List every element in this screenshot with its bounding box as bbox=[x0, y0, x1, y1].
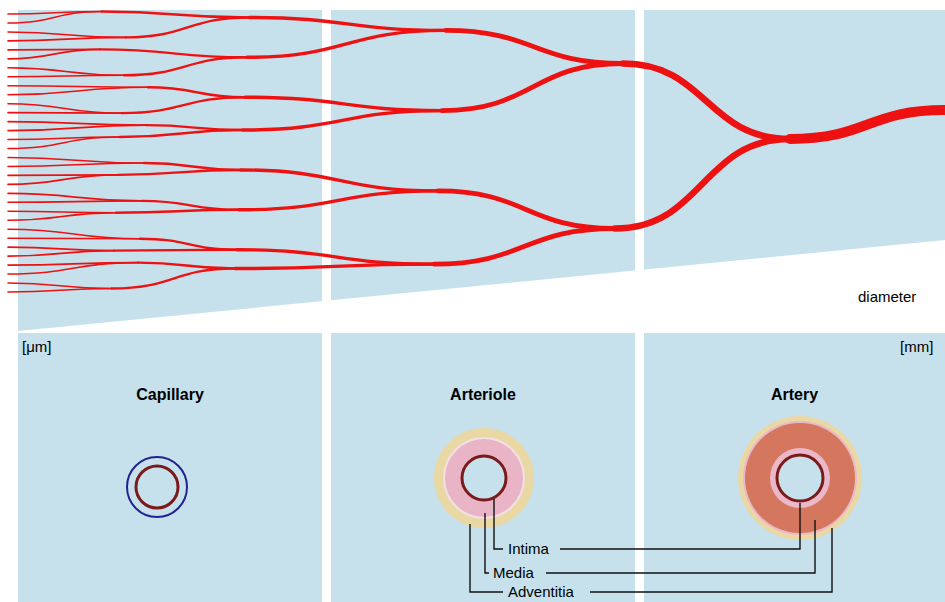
vessel-branch bbox=[8, 87, 148, 94]
adventitia-ring bbox=[434, 428, 534, 528]
vessel-branch bbox=[114, 248, 237, 251]
vessel-branch bbox=[102, 11, 249, 17]
section-title: Artery bbox=[644, 386, 945, 404]
layer-label: Media bbox=[493, 565, 534, 582]
vessel-branch bbox=[8, 237, 140, 239]
vessel-branch bbox=[245, 97, 442, 110]
layer-label: Adventitia bbox=[508, 584, 574, 601]
vessel-branch bbox=[235, 264, 434, 268]
vessel-branch bbox=[142, 201, 239, 210]
vessel-branch bbox=[8, 251, 114, 256]
vessel-branch bbox=[8, 37, 126, 40]
diameter-wedge bbox=[18, 240, 945, 331]
vessel-branch bbox=[8, 104, 122, 113]
intima-ring bbox=[777, 455, 823, 501]
vessel-branch bbox=[122, 97, 245, 113]
section-panel: Capillary bbox=[18, 333, 322, 602]
ground-panel bbox=[18, 333, 322, 602]
vessel-branch bbox=[116, 210, 239, 213]
vessel-branch bbox=[249, 17, 446, 30]
vessel-branch bbox=[8, 229, 140, 238]
vessel-branch bbox=[243, 111, 442, 130]
leader-line bbox=[560, 503, 800, 549]
vessel-branch bbox=[446, 30, 623, 63]
capillary-section bbox=[127, 457, 187, 517]
vessel-branch bbox=[615, 139, 790, 228]
capillary-wall bbox=[127, 457, 187, 517]
vessel-branch bbox=[8, 137, 120, 148]
vessel-branch bbox=[8, 49, 100, 58]
vessel-branch bbox=[8, 263, 138, 274]
vessel-branch bbox=[623, 64, 790, 139]
section-title: Capillary bbox=[18, 386, 322, 404]
vessel-branch bbox=[8, 283, 112, 288]
vessel-branch bbox=[8, 32, 126, 37]
vessel-branch bbox=[8, 213, 116, 220]
section-panel: Arteriole bbox=[331, 333, 635, 602]
unit-label: [mm] bbox=[900, 339, 933, 356]
panel-grounds bbox=[18, 10, 945, 602]
vessel-branch bbox=[247, 30, 446, 57]
leader-lines bbox=[470, 499, 832, 592]
vessel-tree bbox=[8, 11, 945, 292]
arteriole-section bbox=[434, 428, 534, 528]
leader-line bbox=[470, 524, 503, 592]
vessel-branch bbox=[434, 228, 615, 264]
capillary-intima bbox=[136, 466, 178, 508]
vessel-branch bbox=[100, 49, 247, 57]
vessel-branch bbox=[126, 17, 249, 37]
vessel-branch bbox=[8, 175, 118, 184]
layer-label: Intima bbox=[508, 541, 549, 558]
vessel-branch bbox=[8, 163, 144, 166]
vessel-branch bbox=[8, 193, 142, 200]
ground-panel bbox=[331, 333, 635, 602]
ground-panel bbox=[644, 333, 945, 602]
vessel-branch bbox=[790, 110, 945, 139]
vessel-branch bbox=[8, 201, 142, 202]
vessel-branch bbox=[8, 75, 124, 76]
vessel-branch bbox=[8, 157, 144, 162]
intima-ring bbox=[462, 456, 506, 500]
vessel-branch bbox=[124, 57, 247, 75]
leader-line bbox=[485, 513, 489, 573]
vessel-branch bbox=[442, 64, 623, 111]
internal-elastic-ring bbox=[770, 448, 830, 508]
axis-label: diameter bbox=[858, 289, 916, 306]
vessel-branch bbox=[237, 250, 434, 264]
leader-line bbox=[494, 499, 503, 549]
vessel-branch bbox=[140, 239, 237, 250]
vessel-branch bbox=[8, 11, 102, 22]
leader-line bbox=[546, 520, 815, 573]
vessel-branch bbox=[8, 289, 112, 292]
unit-label: [μm] bbox=[22, 339, 51, 356]
vessel-branch bbox=[118, 170, 241, 175]
vessel-branch bbox=[8, 68, 124, 75]
section-title: Arteriole bbox=[331, 386, 635, 404]
vessel-branch bbox=[8, 125, 146, 130]
vessel-branch bbox=[148, 87, 245, 97]
media-ring bbox=[445, 439, 523, 517]
vessel-branch bbox=[8, 112, 122, 114]
vessel-branch bbox=[112, 269, 235, 289]
section-panel: Artery bbox=[644, 333, 945, 602]
leader-line bbox=[590, 528, 832, 592]
vessel-branch bbox=[239, 191, 438, 210]
vessel-branch bbox=[438, 191, 615, 229]
ring-boundary bbox=[443, 437, 525, 519]
vessel-branch bbox=[138, 263, 235, 269]
vessel-branch bbox=[241, 170, 438, 191]
vessel-branch bbox=[120, 130, 243, 137]
